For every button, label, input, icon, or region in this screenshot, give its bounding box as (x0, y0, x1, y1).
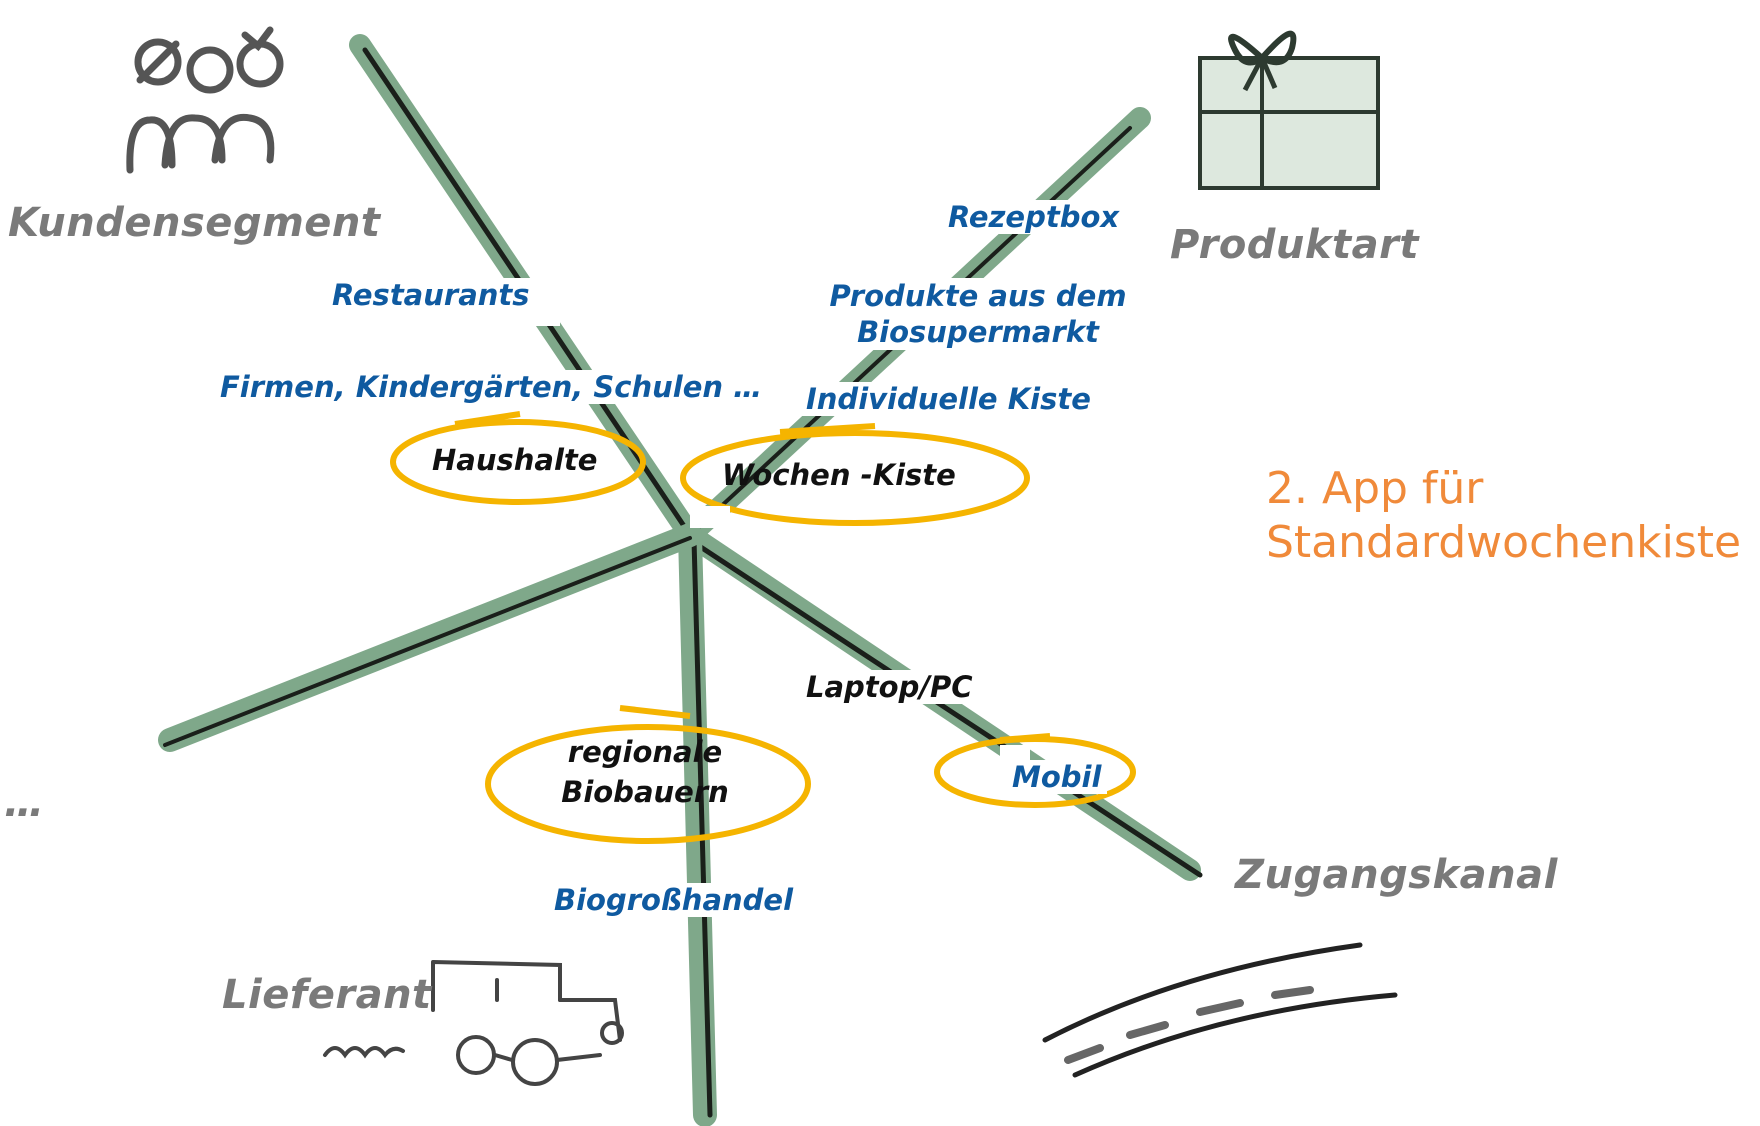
highlight-regionale-biobauern (485, 724, 811, 844)
axis-title-produktart: Produktart (1170, 222, 1419, 268)
option-produkte-biosupermarkt-line1: Produkte aus dem (829, 279, 1127, 313)
axis-open (158, 523, 702, 752)
customers-icon (126, 26, 284, 174)
option-rezeptbox: Rezeptbox (942, 200, 1126, 234)
axis-open-ellipsis: … (4, 780, 45, 826)
option-wochen-kiste-selected: Wochen -Kiste (722, 458, 956, 492)
option-regionale-biobauern-line1: regionale (567, 735, 723, 769)
highlight-haushalte (390, 419, 646, 505)
variant-note-line1: 2. App für (1266, 463, 1484, 514)
road-icon (1042, 942, 1398, 1078)
option-haushalte-selected: Haushalte (432, 443, 598, 477)
option-produkte-biosupermarkt-line2: Biosupermarkt (857, 315, 1099, 349)
axis-title-zugangskanal: Zugangskanal (1235, 852, 1558, 898)
tractor-icon (323, 960, 624, 1086)
option-firmen: Firmen, Kindergärten, Schulen … (214, 370, 769, 404)
option-regionale-biobauern-line2: Biobauern (561, 775, 729, 809)
option-mobil-selected: Mobil (1006, 760, 1108, 794)
variant-note-line2: Standardwochenkiste (1266, 517, 1742, 568)
highlight-wochen-kiste (680, 430, 1030, 526)
gift-box-icon (1198, 30, 1380, 190)
option-produkte-biosupermarkt: Produkte aus dem Biosupermarkt (822, 278, 1134, 350)
variant-note: 2. App für Standardwochenkiste (1266, 462, 1756, 570)
selection-highlights (390, 411, 1136, 844)
option-restaurants: Restaurants (326, 278, 536, 312)
option-regionale-biobauern-selected: regionale Biobauern (540, 732, 750, 812)
axis-title-kundensegment: Kundensegment (8, 200, 381, 246)
option-biogrosshandel: Biogroßhandel (548, 883, 800, 917)
axis-lieferant (678, 523, 717, 1126)
option-individuelle-kiste: Individuelle Kiste (800, 382, 1097, 416)
option-laptop-pc: Laptop/PC (800, 670, 979, 704)
axis-title-lieferant: Lieferant (222, 972, 432, 1018)
